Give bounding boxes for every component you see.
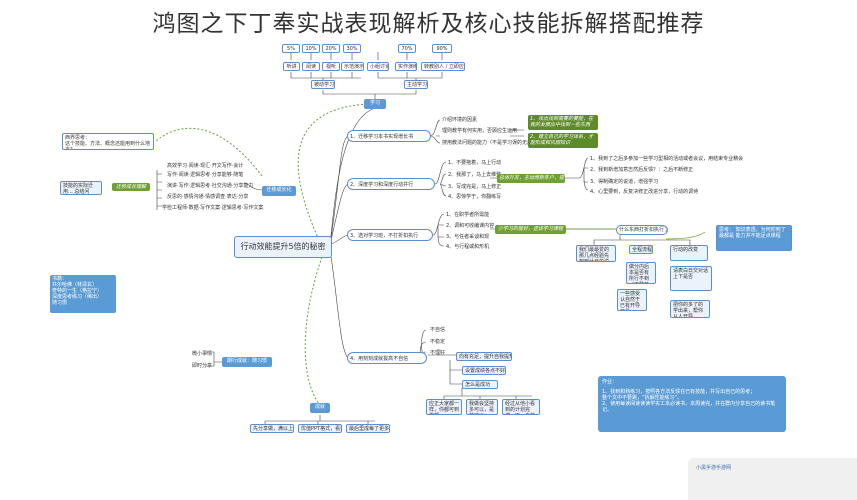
left-list-item: 演讲·写作·逻辑思考·社交沟通·分享能力 — [167, 183, 254, 189]
achieve-item: 先分享做，满以上是 — [250, 424, 294, 433]
sub-item: 搜用教法问题的能力（不是学习误的无用） — [442, 140, 538, 146]
method-box: 视听 — [322, 62, 340, 71]
detail-box: 请表白日交对话上下是否 — [670, 266, 712, 291]
habit-item: 微小事情 — [192, 351, 213, 357]
center-node: 行动效能提升5倍的秘密 — [234, 236, 332, 258]
book-item: 随习惯 — [52, 300, 68, 306]
watermark-text: 小黑手游手游网 — [696, 465, 732, 471]
sub4c-box: 应正大家都一样，你都可到优都 — [426, 399, 462, 415]
books-box: 书籍： 共尔哈佛（林清玄） 奇特的一生（格拉宁） 深度思考练习（稀出） 随习惯 — [50, 275, 116, 313]
sub-item: 3、与任者采谈和现 — [446, 234, 490, 240]
homework-box: 作业： 1、找到和熟练习，按照各方法反馈在已有技能，并写出自己的思考； 整个文中… — [598, 376, 786, 432]
left-list-item: 高效学习·阅读·现汇·开文写作·会计 — [167, 163, 244, 169]
active-learning-box: 主动学习 — [404, 80, 428, 89]
watermark: 小黑手游手游网 — [688, 458, 857, 500]
percent-box: 10% — [302, 44, 320, 53]
book-item: 深度思考练习（稀出） — [52, 294, 103, 300]
method-box: 小组讨论 — [367, 62, 389, 71]
detail-box: 行动的改变 — [670, 245, 708, 261]
book-item: 奇特的一生（格拉宁） — [52, 288, 103, 294]
habit-item: 即时分享 — [192, 363, 213, 369]
homework-title: 作业： — [602, 379, 618, 385]
sub4b-box: 怎么是成功 — [462, 380, 498, 389]
achieve-item: 最后里成每了更多多 — [346, 424, 390, 433]
sub4c-box: 我做会坚持多可以，是其可以 — [466, 399, 498, 415]
sub-item: 不稳定 — [430, 339, 446, 345]
green-tag: 总体升友，主动而新条户，提读认可 — [497, 174, 565, 183]
learn-node: 学习 — [364, 99, 386, 109]
book-item: 共尔哈佛（林清玄） — [52, 282, 98, 288]
green-note: 2、建立自己的学习体系，才能形成和巩固知识 — [528, 133, 598, 148]
sub-item: 介绍环境的因素 — [442, 117, 478, 123]
green-note: 1、找出找到需要的要能，在我的发展应中找到一些东西 — [528, 115, 598, 130]
green-tag: 少学习的能好，选该学习课程 — [495, 225, 566, 234]
sub-item: 4、心里要到，反复决修正改进分享，行动的调待 — [590, 189, 699, 195]
detail-box: 做分内后本是否有所行不到（不敢开始前） — [626, 262, 656, 284]
branch-2: 2、深度学习和深度行动并行 — [347, 178, 435, 190]
question-node: 什么东西打折扣执行了？ — [616, 225, 668, 235]
right-note: 思考： 知识表透，为何你到了最都是 能力并不能足点课程 — [716, 225, 792, 251]
branch-4: 4、用刻刻成就拔高不自信 — [347, 352, 427, 364]
passive-learning-box: 被动学习 — [311, 80, 335, 89]
migrate-node: 迁移成长化 — [262, 186, 296, 196]
detail-box: 一些感受认自然于已有开导开是 — [617, 289, 647, 311]
achieve-node: 成就 — [310, 403, 330, 413]
sub-item: 1、我到了之后多参加一些学习型相的活动或者会议，用结束专业精会 — [590, 156, 744, 162]
sub-item: 不理好 — [430, 350, 446, 356]
achieve-item: 优值PPT格式，看到结论就 — [298, 424, 342, 433]
branch-1: 1、迁移学习本书实现增长书 — [347, 130, 431, 142]
left-list-item: 反思的·感情沟通·情感调查·表达·分享 — [167, 194, 249, 200]
left-note-title: 西界思考： — [65, 135, 91, 141]
sub-item: 1、不要拖着，马上行动 — [448, 160, 502, 166]
homework-item: 整个文中不要跳，“拆解性能练习”。 — [602, 395, 683, 401]
homework-item: 1、找到和熟练习，按照各方法反馈在已有技能，并写出自己的思考； — [602, 389, 756, 395]
percent-box: 30% — [343, 44, 361, 53]
percent-box: 70% — [398, 44, 416, 53]
left-note-text: 这个技能、方法、概念还能用到什么地方？ — [65, 141, 151, 150]
sub-item: 4、与行程或和形机 — [446, 244, 490, 250]
detail-box: 把你的多了的学出来，帮你从人开导 — [670, 300, 710, 318]
sub-item: 理则教学有何实用，否顾应生运用 — [442, 128, 518, 134]
sub-item: 2、调和可收编课内容 — [446, 223, 495, 229]
percent-box: 20% — [322, 44, 340, 53]
sub4b-box: 向有充足，提升自我提升 — [456, 352, 512, 361]
left-note: 西界思考： 这个技能、方法、概念还能用到什么地方？ — [62, 133, 154, 150]
method-box: 转教别人 / 立即应用 — [421, 62, 465, 71]
method-box: 示范演示 — [341, 62, 364, 71]
left-list-item: 学检工程师·数据·写作文案·逻辑思考·写作文案 — [162, 205, 264, 211]
sub-item: 不自信 — [430, 327, 446, 333]
method-box: 听讲 — [283, 62, 300, 71]
method-box: 实作演练 — [395, 62, 417, 71]
sub-item: 1、在职学者所需能 — [446, 212, 490, 218]
sub4b-box: 设置成绩各点不好 — [462, 366, 506, 375]
left-list-item: 写作·阅读·逻辑思考·分享能够·随笔 — [167, 172, 244, 178]
sub-item: 2、我到新增加意志然后反馈？：之后不断修正 — [590, 167, 694, 173]
left-tag: 迁移成长理解 — [112, 183, 150, 191]
habit-node: 期行成就：随习惯 — [222, 357, 272, 367]
percent-box: 90% — [432, 44, 452, 53]
method-box: 阅读 — [302, 62, 320, 71]
percent-box: 5% — [282, 44, 300, 53]
sub-item: 3、写成完是，马上修正 — [448, 184, 502, 190]
detail-box: 全程流程 — [629, 245, 653, 254]
branch-3: 3、选对学习班，不打折扣执行 — [347, 229, 433, 241]
sub-item: 2、我那了，马上去维整 — [448, 172, 502, 178]
left-box: 技能的实际迁用... 总结问题，迁移问题 — [60, 181, 102, 195]
page-title: 鸿图之下丁奉实战表现解析及核心技能拆解搭配推荐 — [152, 11, 705, 37]
sub4c-box: 经过从他小看到的计划完成，下一步的到需要 — [502, 399, 540, 415]
sub-item: 3、得制确定的说道，增强学习 — [590, 179, 659, 185]
homework-item: 2、使用每读阅读读读学实工本必读书，本周读完，并在群内分享自己的读书笔记。 — [602, 401, 776, 413]
detail-box: 我们最最爱的那几点经验先到到计日的说话 — [576, 245, 616, 262]
books-title: 书籍： — [52, 276, 68, 282]
sub-item: 4、思惊学于，你翻练写 — [448, 194, 502, 200]
